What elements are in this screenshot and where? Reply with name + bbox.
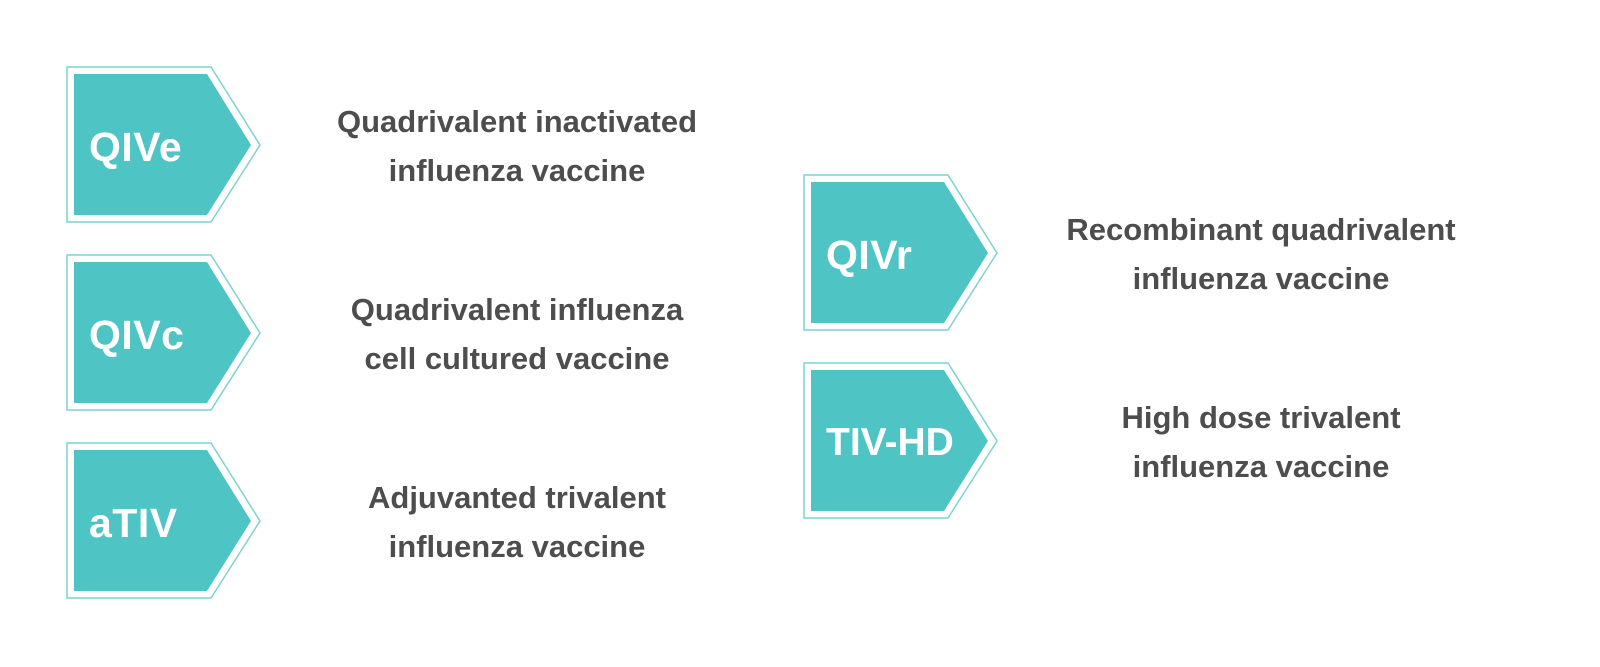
description-line-2: influenza vaccine (388, 153, 646, 188)
description-line-1: Adjuvanted trivalent (368, 480, 666, 515)
description-line-1: Quadrivalent influenza (350, 292, 684, 327)
vaccine-item-qivr: QIVr Recombinant quadrivalent influenza … (803, 174, 1504, 335)
badge-code-label: aTIV (89, 500, 178, 546)
arrow-badge-shape (66, 66, 261, 223)
vaccine-description: Recombinant quadrivalent influenza vacci… (1031, 205, 1491, 303)
vaccine-item-qivc: QIVc Quadrivalent influenza cell culture… (66, 254, 727, 415)
vaccine-description: High dose trivalent influenza vaccine (1031, 393, 1491, 491)
description-line-2: influenza vaccine (388, 529, 646, 564)
description-line-2: influenza vaccine (1132, 449, 1390, 484)
badge-code-label: TIV-HD (826, 421, 954, 464)
badge-code-label: QIVc (89, 312, 185, 358)
code-badge: TIV-HD (803, 362, 998, 523)
description-line-1: Quadrivalent inactivated (336, 104, 698, 139)
code-badge: QIVe (66, 66, 261, 227)
description-line-2: cell cultured vaccine (364, 341, 670, 376)
badge-code-label: QIVe (89, 124, 183, 170)
vaccine-description: Adjuvanted trivalent influenza vaccine (307, 473, 727, 571)
arrow-badge-shape (803, 362, 998, 519)
vaccine-item-tiv-hd: TIV-HD High dose trivalent influenza vac… (803, 362, 1504, 523)
code-badge: QIVc (66, 254, 261, 415)
description-line-1: High dose trivalent (1121, 400, 1401, 435)
code-badge: QIVr (803, 174, 998, 335)
vaccine-description: Quadrivalent influenza cell cultured vac… (307, 285, 727, 383)
code-badge: aTIV (66, 442, 261, 603)
arrow-badge-shape (803, 174, 998, 331)
vaccine-description: Quadrivalent inactivated influenza vacci… (307, 97, 727, 195)
vaccine-item-ativ: aTIV Adjuvanted trivalent influenza vacc… (66, 442, 727, 603)
description-line-1: Recombinant quadrivalent (1066, 212, 1456, 247)
arrow-badge-shape (66, 254, 261, 411)
arrow-badge-shape (66, 442, 261, 599)
vaccine-item-qive: QIVe Quadrivalent inactivated influenza … (66, 66, 727, 227)
description-line-2: influenza vaccine (1132, 261, 1390, 296)
badge-code-label: QIVr (826, 232, 913, 278)
